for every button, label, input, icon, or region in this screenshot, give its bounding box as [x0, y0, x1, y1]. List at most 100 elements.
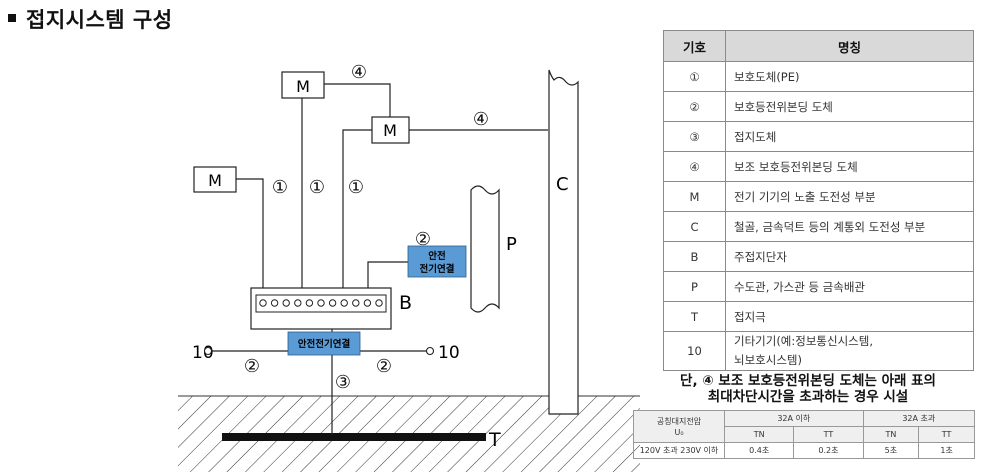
legend-symbol: C: [663, 211, 726, 242]
legend-name-line2: 뇌보호시스템): [734, 353, 802, 367]
symbol-2-right: ②: [376, 356, 392, 377]
terminal-hole: [363, 299, 372, 307]
main-earthing-terminal: [250, 287, 392, 330]
legend-header-name: 명칭: [725, 30, 974, 62]
other-equipment-right: 10: [425, 343, 460, 363]
cutoff-sub: TT: [918, 426, 975, 443]
svg-text:안전전기연결: 안전전기연결: [298, 338, 351, 350]
legend-header: 기호 명칭: [663, 30, 974, 62]
note-line2: 최대차단시간을 초과하는 경우 시설: [707, 389, 909, 405]
legend-symbol: ②: [663, 91, 726, 122]
terminal-hole: [352, 299, 360, 307]
terminal-hole: [305, 299, 314, 307]
equipment-m-left: M: [193, 166, 237, 193]
cutoff-sub: TN: [723, 426, 795, 443]
symbol-1-b: ①: [309, 177, 325, 198]
terminal-hole: [375, 299, 383, 307]
steel-column: [548, 69, 579, 415]
legend-name: 보호도체(PE): [725, 61, 974, 92]
legend-symbol: ①: [663, 61, 726, 92]
terminal-hole: [317, 299, 325, 307]
svg-text:10: 10: [438, 343, 460, 363]
terminal-hole: [340, 299, 348, 307]
terminal-hole: [328, 299, 337, 307]
terminal-hole: [294, 299, 302, 307]
symbol-1-c: ①: [348, 177, 364, 198]
cutoff-value: 5초: [862, 442, 920, 459]
legend-symbol: ④: [663, 151, 726, 182]
symbol-4-right: ④: [473, 109, 489, 130]
equipment-m-top: M: [281, 71, 325, 99]
svg-text:M: M: [208, 171, 222, 190]
pipe-label: P: [506, 234, 517, 255]
safety-connection-box-2: 안전전기연결: [287, 331, 361, 356]
legend-name: 보호등전위본딩 도체: [725, 91, 974, 122]
legend-name: 전기 기기의 노출 도전성 부분: [725, 181, 974, 212]
legend-name-line1: 기타기기(예:정보통신시스템,: [734, 334, 873, 348]
terminal-hole: [270, 299, 279, 307]
legend-symbol: B: [663, 241, 726, 272]
legend-name: 접지극: [725, 301, 974, 332]
bullet-icon: [8, 14, 16, 22]
terminal-label: B: [399, 292, 412, 314]
legend-name: 접지도체: [725, 121, 974, 152]
column-label: C: [556, 174, 569, 195]
svg-text:안전: 안전: [428, 250, 445, 262]
symbol-2-top: ②: [415, 229, 431, 250]
legend-name: 철골, 금속덕트 등의 계통외 도전성 부분: [725, 211, 974, 242]
title-text: 접지시스템 구성: [26, 8, 173, 32]
safety-connection-box-1: 안전 전기연결: [407, 245, 467, 278]
legend-header-symbol: 기호: [663, 30, 726, 62]
legend-symbol: 10: [663, 331, 726, 371]
cutoff-value: 0.2초: [793, 442, 864, 459]
legend-symbol: ③: [663, 121, 726, 152]
symbol-4-top: ④: [351, 62, 367, 83]
cutoff-col1-line2: U₀: [674, 427, 684, 437]
legend-symbol: M: [663, 181, 726, 212]
cutoff-row-label: 120V 초과 230V 이하: [633, 442, 725, 459]
terminal-hole: [282, 299, 290, 307]
legend-name: 주접지단자: [725, 241, 974, 272]
symbol-2-left: ②: [244, 356, 260, 377]
legend-symbol: T: [663, 301, 726, 332]
svg-text:M: M: [296, 77, 310, 96]
svg-text:전기연결: 전기연결: [420, 263, 455, 275]
cutoff-value: 0.4초: [723, 442, 795, 459]
svg-text:M: M: [383, 121, 397, 140]
cutoff-value: 1초: [918, 442, 975, 459]
electrode-label: T: [488, 429, 501, 451]
equipment-m-middle: M: [371, 116, 410, 144]
symbol-3: ③: [335, 372, 351, 393]
symbol-1-a: ①: [272, 177, 288, 198]
note-text: 단, ④ 보조 보호등전위본딩 도체는 아래 표의 최대차단시간을 초과하는 경…: [648, 373, 968, 405]
legend-symbol: P: [663, 271, 726, 302]
cutoff-group2: 32A 초과: [862, 410, 976, 427]
legend-name: 기타기기(예:정보통신시스템, 뇌보호시스템): [725, 331, 974, 371]
page-title: 접지시스템 구성: [8, 4, 173, 34]
cutoff-col1-line1: 공칭대지전압: [656, 416, 702, 426]
wires: [212, 83, 548, 435]
terminal-hole: [259, 299, 267, 307]
legend-name: 보조 보호등전위본딩 도체: [725, 151, 974, 182]
other-equipment-left: 10: [192, 343, 214, 363]
legend-name: 수도관, 가스관 등 금속배관: [725, 271, 974, 302]
cutoff-sub: TT: [793, 426, 864, 443]
legend-row: 10 기타기기(예:정보통신시스템, 뇌보호시스템): [663, 331, 974, 371]
cutoff-sub: TN: [862, 426, 920, 443]
note-line1: 단, ④ 보조 보호등전위본딩 도체는 아래 표의: [680, 373, 936, 389]
earth-electrode: [222, 433, 486, 441]
metal-pipe: [470, 185, 500, 313]
